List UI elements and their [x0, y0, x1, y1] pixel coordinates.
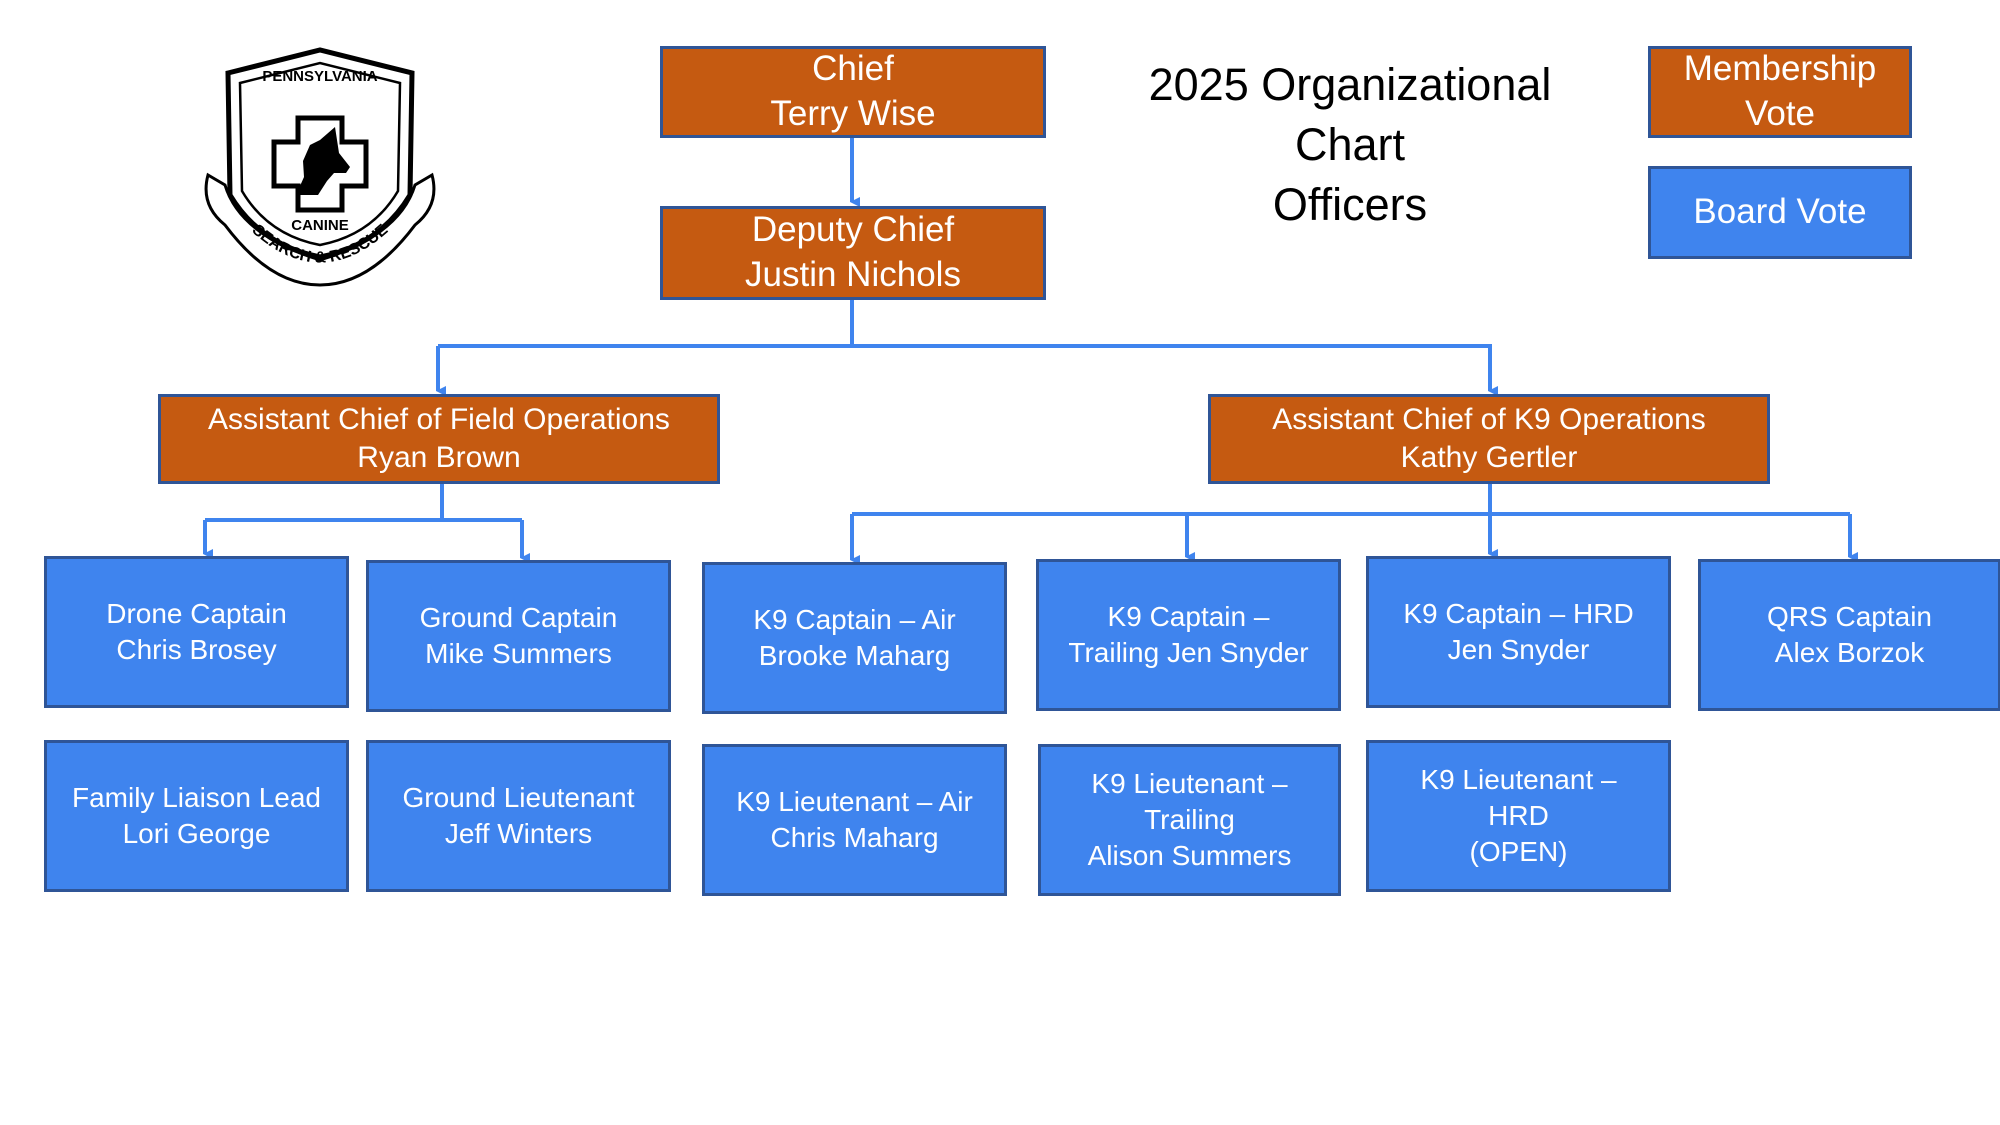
node-chief-name: Terry Wise: [770, 94, 936, 133]
node-deputy-chief: Deputy Chief Justin Nichols: [660, 206, 1046, 300]
node-asst-chief-field-role: Assistant Chief of Field Operations: [208, 402, 670, 436]
node-asst-chief-k9: Assistant Chief of K9 Operations Kathy G…: [1208, 394, 1770, 484]
node-k9-captain-air: K9 Captain – Air Brooke Maharg: [702, 562, 1007, 714]
logo-middle-text: CANINE: [291, 217, 349, 234]
node-asst-chief-field: Assistant Chief of Field Operations Ryan…: [158, 394, 720, 484]
node-k9-lieutenant-trailing: K9 Lieutenant – Trailing Alison Summers: [1038, 744, 1341, 896]
node-k9-lieutenant-hrd: K9 Lieutenant – HRD (OPEN): [1366, 740, 1671, 892]
node-qrs-captain: QRS Captain Alex Borzok: [1698, 559, 2000, 711]
chart-title-line3: Officers: [1272, 178, 1428, 230]
logo-top-text: PENNSYLVANIA: [262, 68, 377, 85]
node-drone-captain: Drone Captain Chris Brosey: [44, 556, 349, 708]
connector-to-asst-k9: [852, 344, 1498, 396]
node-k9-captain-hrd: K9 Captain – HRD Jen Snyder: [1366, 556, 1671, 708]
node-asst-chief-k9-role: Assistant Chief of K9 Operations: [1272, 402, 1706, 436]
legend-board-vote: Board Vote: [1648, 166, 1912, 259]
pennsylvania-canine-sar-logo: PENNSYLVANIA CANINE SEARCH & RESCUE: [204, 47, 436, 287]
connector-deputy-assistants: [438, 300, 854, 348]
node-k9-lieutenant-air: K9 Lieutenant – Air Chris Maharg: [702, 744, 1007, 896]
node-ground-captain: Ground Captain Mike Summers: [366, 560, 671, 712]
node-family-liaison-lead: Family Liaison Lead Lori George: [44, 740, 349, 892]
node-deputy-chief-name: Justin Nichols: [745, 255, 961, 294]
node-deputy-chief-role: Deputy Chief: [751, 210, 955, 250]
node-asst-chief-field-name: Ryan Brown: [357, 441, 521, 474]
node-chief-role: Chief: [812, 49, 894, 89]
node-ground-lieutenant: Ground Lieutenant Jeff Winters: [366, 740, 671, 892]
chart-title-line1: 2025 Organizational: [1148, 59, 1552, 110]
node-chief: Chief Terry Wise: [660, 46, 1046, 138]
legend-membership-vote: Membership Vote: [1648, 46, 1912, 138]
dog-head-icon: [296, 127, 350, 195]
node-k9-captain-trailing: K9 Captain – Trailing Jen Snyder: [1036, 559, 1341, 711]
chart-title-line2: Chart: [1294, 118, 1406, 170]
chart-title: 2025 Organizational Chart Officers: [1120, 55, 1580, 235]
node-asst-chief-k9-name: Kathy Gertler: [1400, 441, 1578, 474]
